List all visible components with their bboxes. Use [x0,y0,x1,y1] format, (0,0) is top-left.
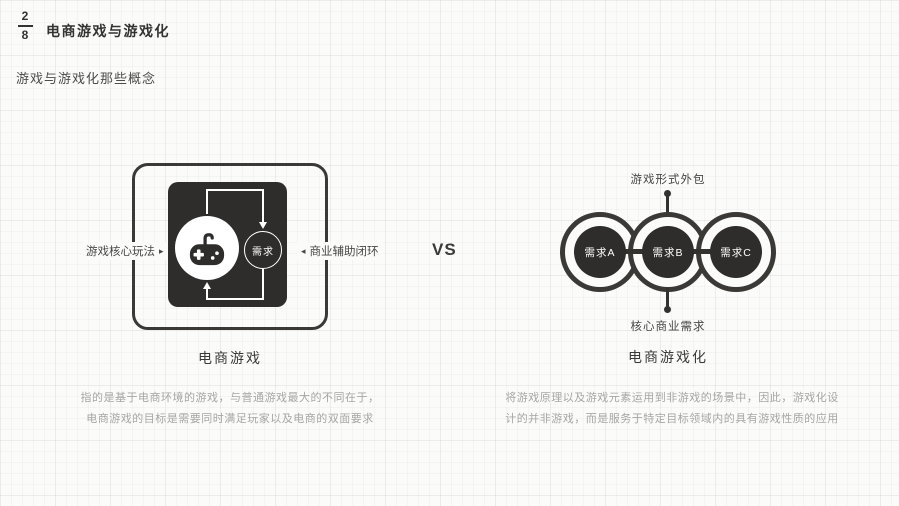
left-description: 指的是基于电商环境的游戏，与普通游戏最大的不同在于， 电商游戏的目标是需要同时满… [60,388,400,430]
cycle-arrows [203,189,267,300]
slide-total: 8 [21,28,29,42]
demand-node-b: 需求B [642,226,694,278]
left-description-line2: 电商游戏的目标是需要同时满足玩家以及电商的双面要求 [86,413,374,425]
business-loop-text: 商业辅助闭环 [309,246,379,258]
right-description: 将游戏原理以及游戏元素运用到非游戏的场景中，因此，游戏化设 计的并非游戏，而是服… [490,388,854,430]
arrow-right-icon: ▸ [159,245,164,256]
right-description-line2: 计的并非游戏，而是服务于特定目标领域内的具有游戏性质的应用 [505,413,839,425]
core-gameplay-label: 游戏核心玩法 ▸ [82,242,168,260]
page-title: 电商游戏与游戏化 [46,23,170,39]
page-subtitle: 游戏与游戏化那些概念 [16,71,157,86]
demand-node-c: 需求C [710,226,762,278]
connector-line-top [666,195,669,217]
vs-label: VS [432,240,457,259]
core-business-label: 核心商业需求 [630,321,706,333]
core-gameplay-text: 游戏核心玩法 [86,246,155,258]
slide-number: 2 [21,9,29,23]
arrow-left-icon: ◂ [301,245,306,256]
right-caption: 电商游戏化 [628,349,708,365]
node-connector-bc [674,249,730,254]
connector-dot-bottom [664,306,671,313]
connector-line-bottom [666,288,669,308]
business-loop-label: ◂ 商业辅助闭环 [297,242,383,260]
left-description-line1: 指的是基于电商环境的游戏，与普通游戏最大的不同在于， [80,392,380,404]
node-connector-ab [606,249,662,254]
outsourced-form-label: 游戏形式外包 [630,174,706,186]
right-description-line1: 将游戏原理以及游戏元素运用到非游戏的场景中，因此，游戏化设 [505,392,839,404]
left-caption: 电商游戏 [198,350,262,366]
fraction-divider [17,25,33,27]
connector-dot-top [664,190,671,197]
demand-node: 需求 [244,231,282,269]
game-core-panel: 需求 [168,182,287,307]
slide-page-indicator: 2 8 [16,8,34,44]
gamepad-badge [175,216,239,280]
gamepad-icon [189,233,225,266]
demand-node-a: 需求A [574,226,626,278]
